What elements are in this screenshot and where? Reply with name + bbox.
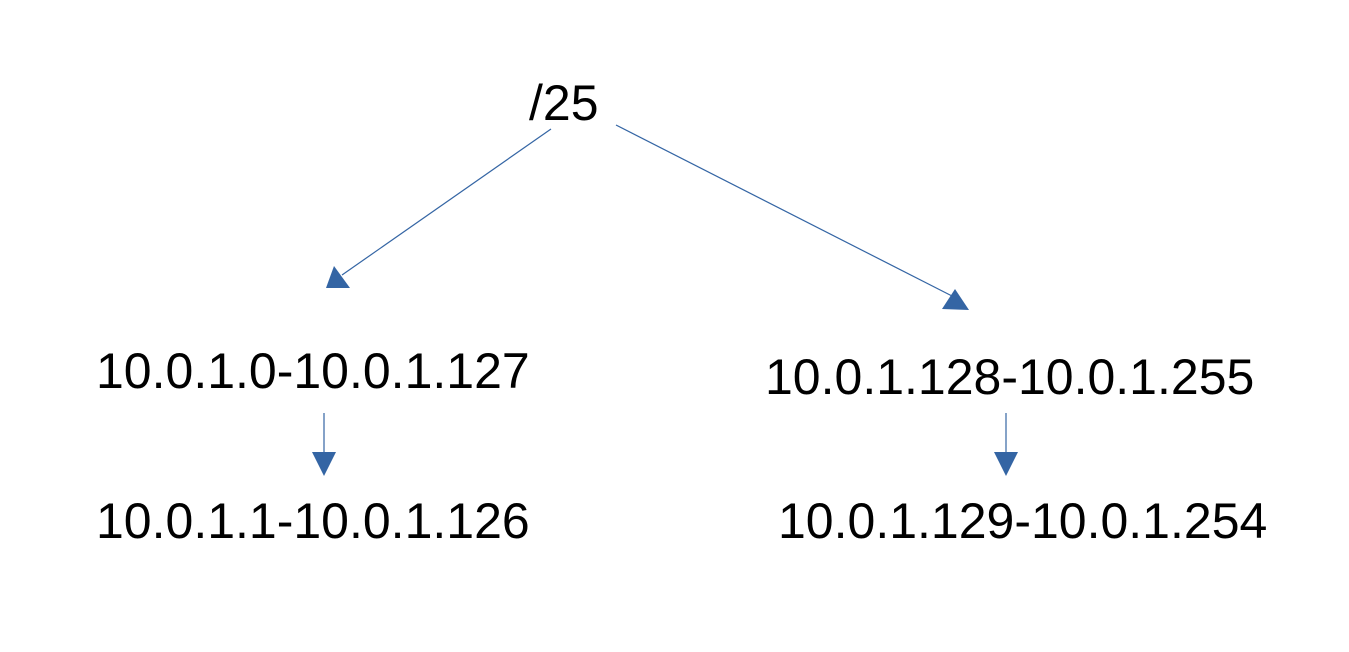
arrow-left-range-to-hosts	[312, 413, 336, 476]
arrow-root-to-left	[326, 128, 552, 288]
right-network-range: 10.0.1.128-10.0.1.255	[765, 349, 1255, 405]
arrow-root-to-right	[615, 124, 969, 310]
right-host-range: 10.0.1.129-10.0.1.254	[778, 493, 1268, 549]
left-network-range: 10.0.1.0-10.0.1.127	[96, 343, 530, 399]
root-prefix-label: /25	[529, 75, 599, 131]
left-host-range: 10.0.1.1-10.0.1.126	[96, 493, 530, 549]
arrow-right-range-to-hosts	[994, 413, 1018, 476]
